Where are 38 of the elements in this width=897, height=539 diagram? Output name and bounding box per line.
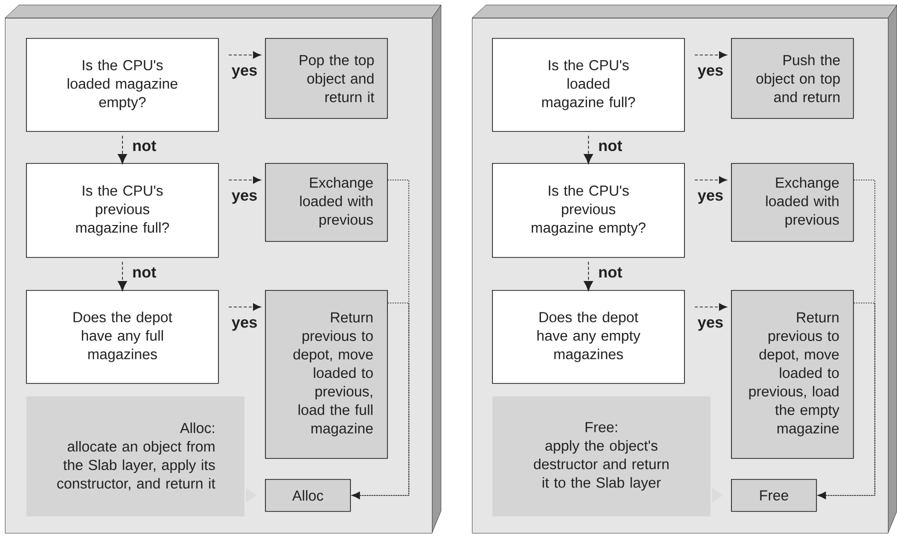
arrow: [584, 135, 594, 164]
action-box: Pop the top object and return it: [265, 38, 388, 119]
arrow: [694, 176, 727, 184]
edge-label: yes: [696, 318, 724, 332]
arrow: [228, 51, 261, 59]
arrow: [118, 135, 128, 164]
edge-label: not: [597, 266, 624, 279]
action-box: Return previous to depot, move loaded to previous, load the full magazine: [265, 290, 388, 459]
question-box: Is the CPU's loaded magazine full?: [492, 38, 685, 132]
edge-label: not: [597, 140, 624, 152]
action-box: Return previous to depot, move loaded to previous, load the empty magazine: [731, 290, 854, 459]
description-box: Alloc: allocate an object from the Slab layer, apply its constructor, and return it: [26, 396, 244, 516]
action-box: Push the object on top and return: [731, 38, 854, 119]
arrow: [584, 261, 594, 292]
question-box: Does the depot have any empty magazines: [492, 290, 685, 384]
arrow: [228, 176, 261, 184]
question-box: Is the CPU's loaded magazine empty?: [26, 38, 219, 132]
arrow: [818, 302, 876, 500]
edge-label: yes: [696, 191, 724, 205]
question-box: Is the CPU's previous magazine empty?: [492, 163, 685, 258]
edge-label: yes: [230, 66, 258, 80]
edge-label: yes: [230, 191, 258, 205]
action-box: Exchange loaded with previous: [265, 163, 388, 242]
result-box: Alloc: [265, 479, 351, 512]
edge-label: yes: [696, 66, 724, 80]
description-box: Free: apply the object's destructor and return it to the Slab layer: [492, 396, 710, 516]
arrow: [118, 261, 128, 292]
edge-label: not: [131, 140, 158, 152]
arrow: [694, 51, 727, 59]
question-box: Does the depot have any full magazines: [26, 290, 219, 384]
question-box: Is the CPU's previous magazine full?: [26, 163, 219, 258]
arrow: [228, 303, 261, 311]
arrow: [352, 302, 410, 500]
edge-label: not: [131, 266, 158, 279]
arrow: [694, 303, 727, 311]
action-box: Exchange loaded with previous: [731, 163, 854, 242]
result-box: Free: [731, 479, 817, 512]
edge-label: yes: [230, 318, 258, 332]
